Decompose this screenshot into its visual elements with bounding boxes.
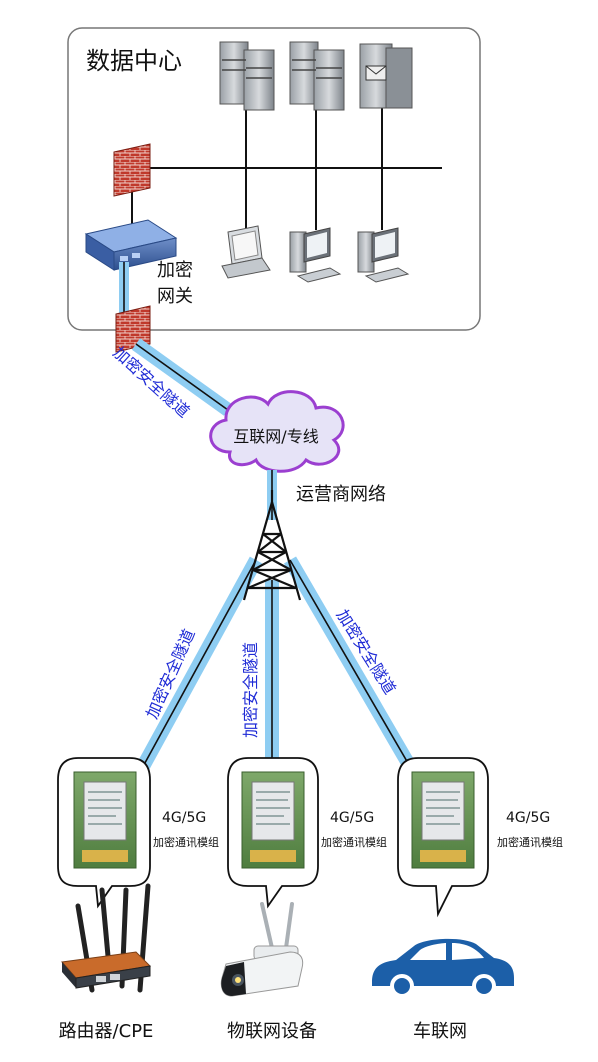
module-desc-1: 加密通讯模组 [153, 835, 219, 849]
firewall-icon [113, 143, 151, 197]
module-band-3: 4G/5G [506, 810, 550, 826]
router-icon [61, 883, 152, 993]
tunnel-label-middle: 加密安全隧道 [241, 642, 260, 738]
server-icon [219, 41, 275, 111]
gateway-label-1: 加密 [157, 260, 193, 281]
cell-tower-icon [242, 490, 302, 601]
server-icon [289, 41, 345, 111]
laptop-icon [221, 225, 271, 279]
device-label-router: 路由器/CPE [59, 1021, 154, 1042]
car-icon [372, 938, 514, 998]
module-desc-3: 加密通讯模组 [497, 835, 563, 849]
desktop-pc-icon [289, 227, 342, 283]
datacenter-title: 数据中心 [86, 47, 182, 75]
device-label-vehicle: 车联网 [413, 1021, 467, 1042]
carrier-label: 运营商网络 [296, 484, 386, 505]
module-callout-1 [57, 757, 151, 909]
cloud-icon [209, 390, 345, 473]
tunnel-firewall-cloud [131, 338, 233, 416]
module-desc-2: 加密通讯模组 [321, 835, 387, 849]
desktop-pc-icon [357, 227, 410, 283]
tunnel-tower-module-3 [283, 556, 419, 774]
module-band-2: 4G/5G [330, 810, 374, 826]
module-band-1: 4G/5G [162, 810, 206, 826]
gateway-label-2: 网关 [157, 286, 193, 307]
tunnel-tower-module-1 [133, 556, 263, 776]
cloud-label: 互联网/专线 [233, 427, 318, 446]
camera-icon [220, 902, 304, 997]
module-callout-2 [227, 757, 319, 909]
device-label-iot: 物联网设备 [227, 1021, 317, 1042]
module-callout-3 [397, 757, 489, 918]
mail-server-icon [359, 43, 413, 109]
gateway-icon [84, 219, 178, 271]
